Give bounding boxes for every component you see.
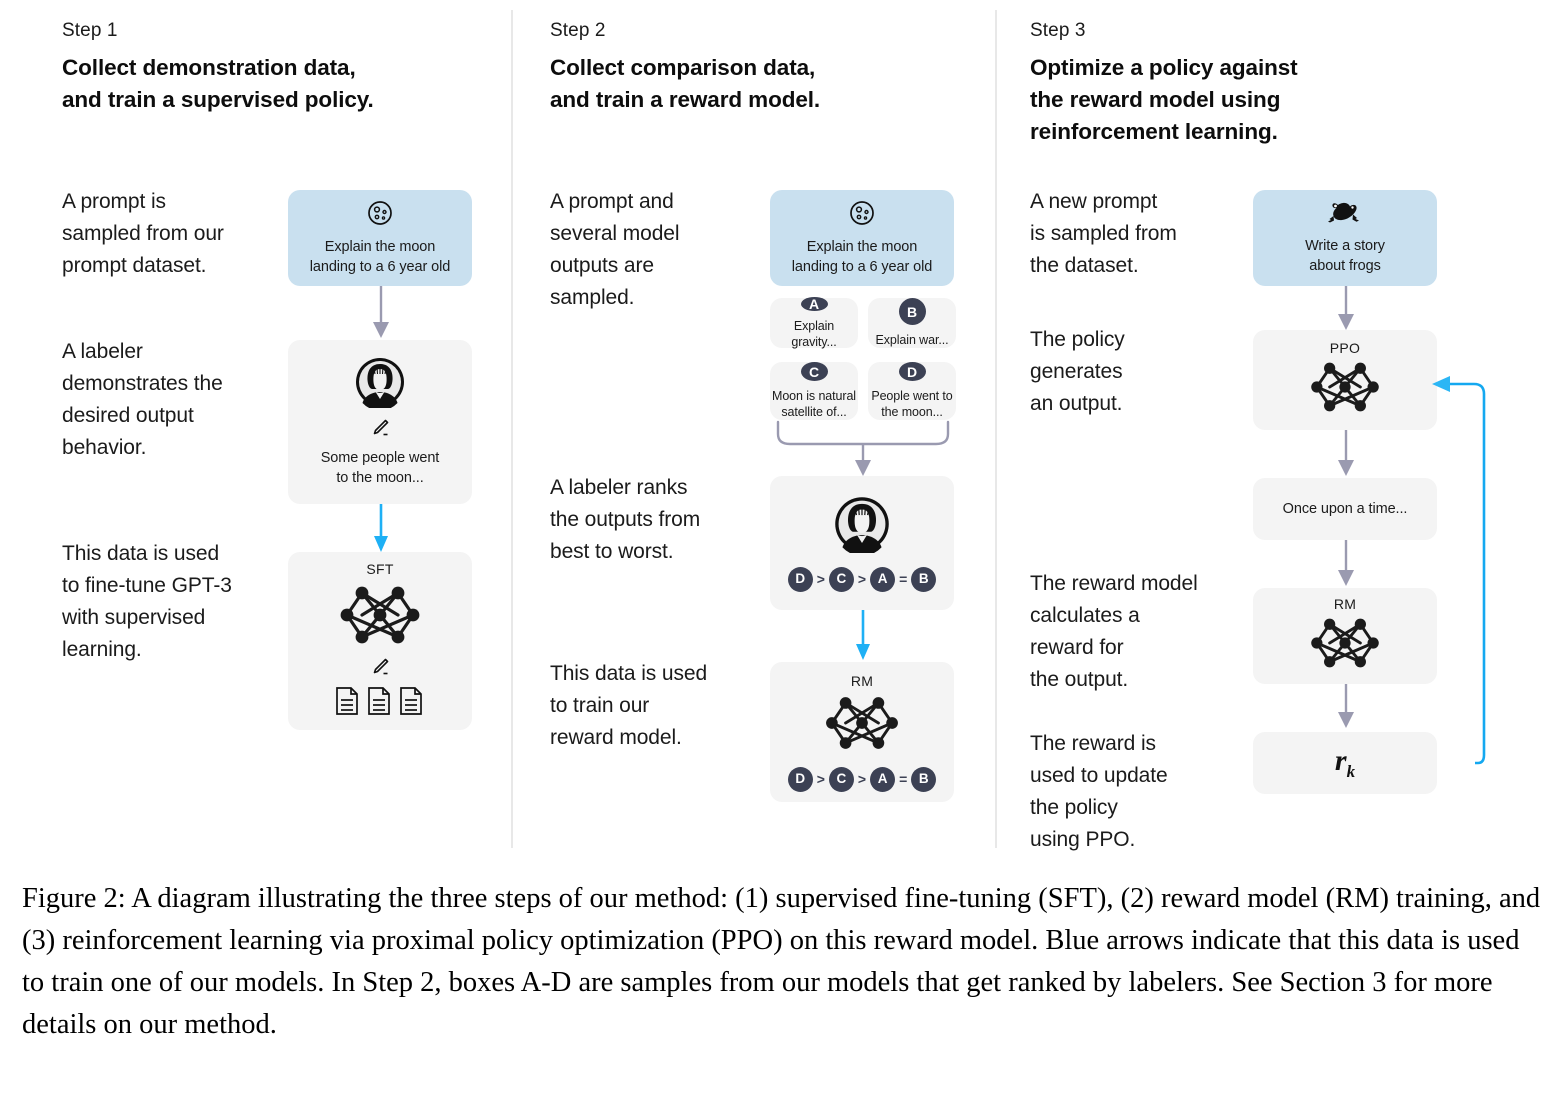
step-1-title: Collect demonstration data, and train a … — [62, 55, 374, 112]
neural-network-icon — [822, 692, 902, 759]
arrow-gray-2 — [1338, 286, 1354, 330]
step-2-title: Collect comparison data, and train a rew… — [550, 55, 821, 112]
step-2-ranking-box[interactable]: D > C > A = B — [770, 476, 954, 610]
step-2-prompt-box[interactable]: Explain the moon landing to a 6 year old — [770, 190, 954, 286]
step-3-note-3: The reward model calculates a reward for… — [1030, 572, 1198, 691]
rank-operator: > — [857, 771, 867, 787]
step-1-prompt-box[interactable]: Explain the moon landing to a 6 year old — [288, 190, 472, 286]
rank-pill: C — [828, 566, 854, 592]
step-3-ppo-caption: PPO — [1329, 339, 1361, 356]
step-3-note-4: The reward is used to update the policy … — [1030, 732, 1168, 851]
figure-caption: Figure 2: A diagram illustrating the thr… — [22, 883, 1541, 1040]
sample-text: Explain gravity... — [791, 318, 837, 349]
step-3-output-box[interactable]: Once upon a time... — [1253, 478, 1437, 540]
step-2-prompt-text: Explain the moon landing to a 6 year old — [791, 238, 933, 275]
step-2-note-3: This data is used to train our reward mo… — [550, 662, 708, 749]
step-2-note-1: A prompt and several model outputs are s… — [550, 190, 680, 309]
rank-pill: D — [787, 566, 813, 592]
rank-operator: = — [899, 571, 908, 587]
arrow-merge-bracket — [776, 420, 950, 476]
step-3-output-text: Once upon a time... — [1282, 501, 1408, 517]
step-3-note-1: A new prompt is sampled from the dataset… — [1030, 190, 1177, 277]
step-1-note-1: A prompt is sampled from our prompt data… — [62, 190, 224, 277]
step-3-prompt-box[interactable]: Write a story about frogs — [1253, 190, 1437, 286]
column-divider-1 — [511, 10, 513, 848]
sample-letter-badge: A — [800, 296, 828, 311]
documents-icon — [334, 686, 426, 721]
step-1-labeler-text: Some people went to the moon... — [320, 450, 440, 486]
step-2-sample-a[interactable]: A Explain gravity... — [770, 296, 858, 349]
step-3-reward-box[interactable]: rk — [1253, 732, 1437, 794]
arrow-blue-1 — [374, 504, 388, 552]
arrow-gray-1 — [373, 286, 389, 338]
rank-pill: B — [911, 566, 937, 592]
step-1-label: Step 1 — [62, 20, 118, 41]
sample-letter-badge: C — [800, 362, 828, 381]
pencil-icon — [369, 417, 391, 444]
moon-icon — [849, 200, 875, 231]
labeler-avatar-icon — [833, 495, 891, 558]
column-divider-2 — [995, 10, 997, 848]
arrow-gray-3 — [1338, 430, 1354, 476]
neural-network-icon — [1308, 614, 1382, 677]
step-2-reward-model-box[interactable]: RM D > — [770, 662, 954, 802]
neural-network-icon — [337, 581, 423, 654]
rank-pill: B — [911, 766, 937, 792]
step-1-prompt-text: Explain the moon landing to a 6 year old — [309, 238, 451, 275]
frog-icon — [1324, 200, 1366, 231]
step-3-ppo-box[interactable]: PPO — [1253, 330, 1437, 430]
step-1-note-2: A labeler demonstrates the desired outpu… — [62, 340, 223, 459]
sample-letter-badge: B — [898, 298, 926, 325]
rank-operator: > — [816, 571, 825, 587]
arrow-gray-4 — [1338, 540, 1354, 586]
step-1-sft-caption: SFT — [366, 561, 394, 577]
step-3-rm-caption: RM — [1333, 595, 1357, 612]
step-2-ranking-row: D > C > A = B — [787, 566, 937, 592]
sample-text: People went to the moon... — [871, 389, 953, 419]
step-3-title: Optimize a policy against the reward mod… — [1030, 55, 1298, 144]
neural-network-icon — [1308, 358, 1382, 421]
rank-pill: A — [870, 566, 896, 592]
step-1-note-3: This data is used to fine-tune GPT-3 wit… — [62, 542, 232, 661]
reward-symbol: rk — [1334, 744, 1356, 781]
sample-text: Explain war... — [875, 333, 949, 347]
step-1-sft-box[interactable]: SFT — [288, 552, 472, 730]
step-2-rm-caption: RM — [850, 672, 874, 689]
step-3-note-2: The policy generates an output. — [1030, 328, 1125, 415]
step-3-rm-box[interactable]: RM — [1253, 588, 1437, 684]
step-2-note-2: A labeler ranks the outputs from best to… — [550, 476, 701, 563]
step-1-labeler-box[interactable]: Some people went to the moon... — [288, 340, 472, 504]
step-3-label: Step 3 — [1030, 20, 1086, 41]
rank-operator: > — [857, 571, 867, 587]
step-2-sample-d[interactable]: D People went to the moon... — [868, 362, 956, 420]
step-2-sample-c[interactable]: C Moon is natural satellite of... — [770, 362, 858, 420]
step-3-prompt-text: Write a story about frogs — [1305, 238, 1385, 274]
step-2-label: Step 2 — [550, 20, 606, 41]
labeler-avatar-icon — [354, 356, 406, 413]
sample-text: Moon is natural satellite of... — [772, 389, 856, 419]
step-2-rm-ranking-row: D > C > A = B — [787, 766, 937, 792]
rank-pill: C — [828, 766, 854, 792]
rank-pill: D — [787, 766, 813, 792]
pencil-icon — [369, 656, 391, 683]
moon-icon — [367, 200, 393, 231]
rank-operator: > — [816, 771, 825, 787]
step-2-sample-b[interactable]: B Explain war... — [868, 298, 956, 348]
rank-operator: = — [899, 771, 908, 787]
arrow-blue-feedback-loop — [1432, 376, 1486, 765]
sample-letter-badge: D — [898, 362, 926, 381]
rank-pill: A — [870, 766, 896, 792]
arrow-gray-5 — [1338, 684, 1354, 728]
arrow-blue-2 — [856, 610, 870, 660]
